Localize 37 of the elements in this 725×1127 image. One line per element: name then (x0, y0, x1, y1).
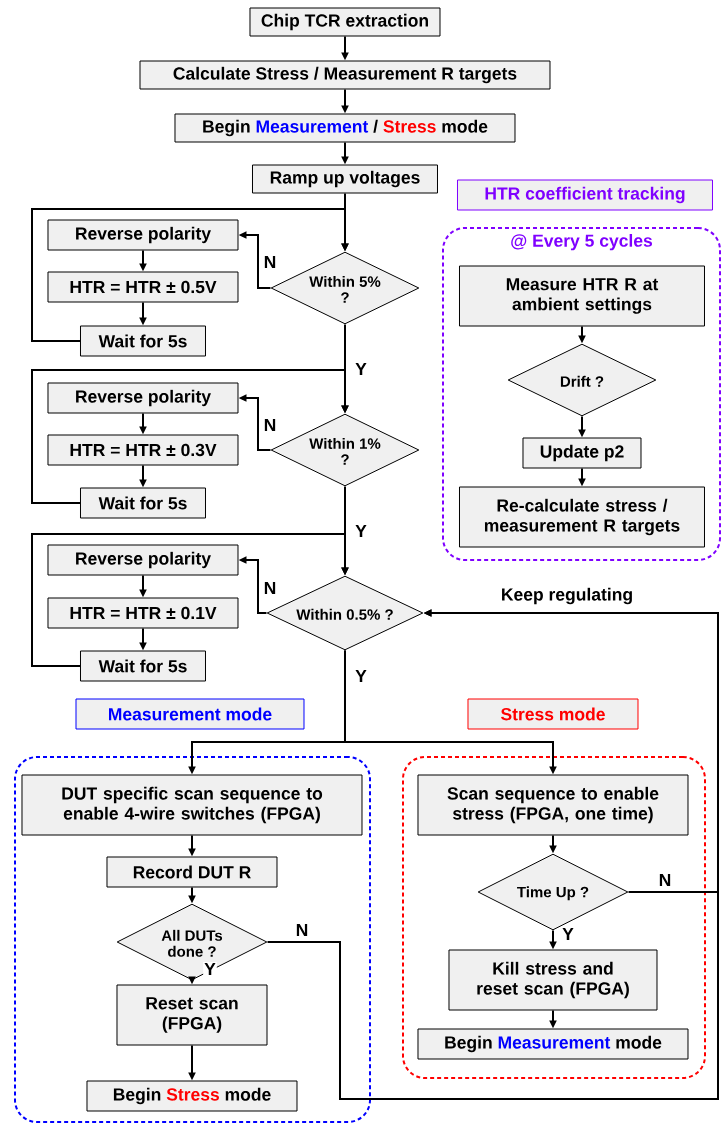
process-box: Kill stress and reset scan (FPGA) (448, 949, 658, 1011)
process-box: Measure HTR R at ambient settings (459, 265, 705, 327)
process-box: Update p2 (522, 437, 642, 469)
process-box: Re-calculate stress / measurement R targets (459, 486, 705, 548)
note-text: Keep regulating (499, 586, 635, 606)
process-box: Wait for 5s (80, 650, 206, 682)
process-box: HTR = HTR ± 0.3V (47, 434, 239, 466)
process-box: Scan sequence to enable stress (FPGA, one time) (417, 774, 689, 836)
edge-label: N (294, 923, 310, 937)
dashed-group-box (14, 756, 371, 1123)
process-box: Reverse polarity (47, 219, 239, 251)
edge-label: N (657, 873, 673, 888)
process-box: Record DUT R (106, 856, 278, 888)
process-box: Wait for 5s (80, 487, 206, 519)
process-box: DUT specific scan sequence to enable 4-wire switches (FPGA) (21, 774, 363, 836)
arrow (31, 369, 349, 504)
edge-label: Y (354, 669, 368, 684)
process-box: Begin Measurement / Stress mode (174, 113, 516, 143)
process-box: Reset scan (FPGA) (116, 984, 268, 1046)
process-box: Reverse polarity (47, 382, 239, 414)
edge-label: Y (354, 362, 368, 377)
process-box: Begin Stress mode (86, 1080, 298, 1112)
process-box: Reverse polarity (47, 544, 239, 576)
mode-label-box: Measurement mode (75, 698, 305, 730)
process-box: Wait for 5s (80, 325, 206, 357)
edge-label: Y (354, 524, 368, 539)
process-box: Calculate Stress / Measurement R targets (139, 60, 551, 90)
process-box: Chip TCR extraction (249, 7, 441, 37)
arrow (31, 533, 349, 667)
mode-label-box: Stress mode (467, 698, 639, 730)
process-box: Ramp up voltages (252, 164, 438, 194)
mode-label-box: HTR coefficient tracking (457, 179, 713, 211)
process-box: Begin Measurement mode (417, 1028, 689, 1060)
arrow (31, 208, 349, 342)
process-box: HTR = HTR ± 0.1V (47, 597, 239, 629)
process-box: HTR = HTR ± 0.5V (47, 271, 239, 303)
dashed-group-box (402, 756, 706, 1079)
